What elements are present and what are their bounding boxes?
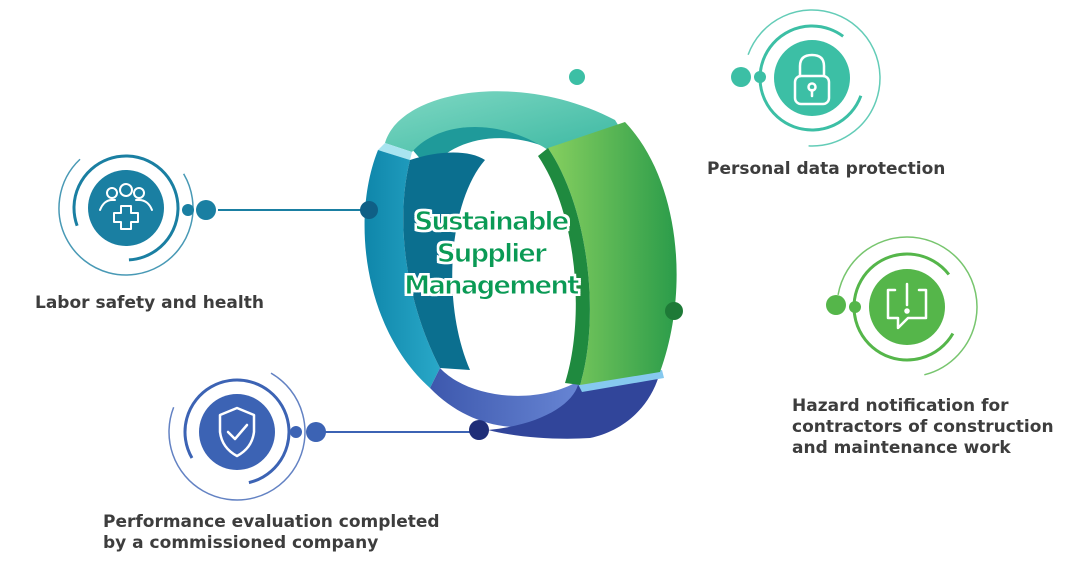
center-title-line-1: Sustainable [414, 207, 570, 238]
label-labor-safety: Labor safety and health [35, 293, 264, 313]
label-performance: Performance evaluation completed by a co… [103, 512, 440, 553]
shield-check-icon [218, 406, 256, 458]
center-title-line-3: Management [404, 271, 580, 302]
connector-data-protection [569, 67, 766, 87]
label-data-protection: Personal data protection [707, 159, 946, 179]
connector-performance [290, 420, 489, 442]
ring-segment-teal-edge [378, 143, 412, 160]
connector-labor-safety [182, 200, 378, 220]
ring-segment-blue [364, 150, 440, 388]
center-title: Sustainable Supplier Management [386, 206, 596, 302]
node-hazard [836, 236, 978, 378]
ring-segment-indigo-cap [578, 370, 664, 392]
ring-segment-green-inner [538, 148, 590, 385]
center-title-line-2: Supplier [436, 239, 547, 270]
ring [364, 91, 677, 439]
alert-speech-bubble-icon [886, 282, 928, 330]
people-plus-icon [99, 183, 153, 230]
padlock-icon [793, 53, 831, 106]
ring-segment-indigo-front [488, 372, 660, 439]
ring-segment-green [548, 122, 677, 385]
node-performance [168, 363, 306, 501]
ring-segment-teal [385, 91, 620, 152]
node-labor-safety [58, 140, 194, 276]
label-hazard: Hazard notification for contractors of c… [792, 396, 1054, 458]
ring-segment-blue-inner [403, 152, 485, 370]
connector-hazard [665, 295, 861, 320]
node-data-protection [743, 9, 881, 147]
